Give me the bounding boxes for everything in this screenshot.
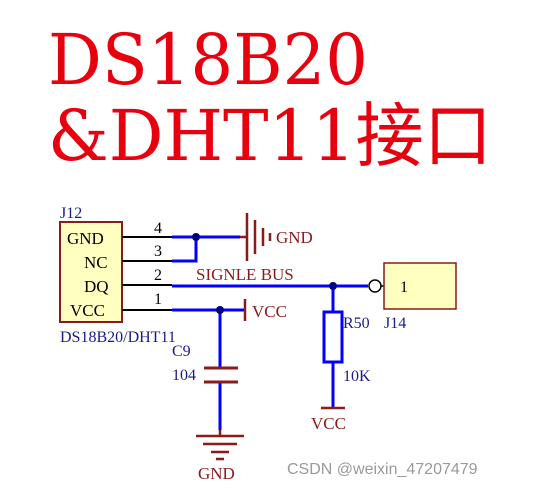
pin-name-nc: NC <box>84 253 108 272</box>
pin-number-4: 4 <box>154 220 162 237</box>
title-line-1: DS18B20 <box>48 19 368 101</box>
pin-name-vcc: VCC <box>70 301 105 320</box>
junction-vcc <box>216 306 224 314</box>
pin-number-3: 3 <box>154 243 162 260</box>
watermark: CSDN @weixin_47207479 <box>287 461 478 478</box>
resistor-value: 10K <box>343 368 371 385</box>
capacitor-value: 104 <box>172 367 196 384</box>
capacitor-ref: C9 <box>172 343 191 360</box>
gnd-symbol-top <box>240 213 272 261</box>
pin-number-2: 2 <box>154 267 162 284</box>
connector-j14-ref: J14 <box>384 315 406 332</box>
pin-stubs: 4 3 2 1 <box>122 220 172 311</box>
wire-nc-to-gnd <box>172 237 198 263</box>
connector-j12-ref: J12 <box>60 205 82 222</box>
net-label-gnd-top: GND <box>276 228 313 247</box>
connector-j12: J12 GND NC DQ VCC DS18B20/DHT11 <box>59 205 176 346</box>
net-label-vcc-bottom: VCC <box>311 414 346 433</box>
junction-gnd <box>192 233 200 241</box>
resistor-r50 <box>322 310 344 364</box>
junction-bus <box>329 282 337 290</box>
bus-terminal <box>368 279 382 293</box>
connector-j14-pin: 1 <box>400 279 408 296</box>
gnd-symbol-bottom <box>196 430 244 461</box>
title-line-2: &DHT11接口 <box>48 95 492 177</box>
pin-name-gnd: GND <box>67 229 104 248</box>
connector-j14: 1 J14 <box>381 262 457 332</box>
net-label-gnd-bottom: GND <box>198 464 235 483</box>
pin-name-dq: DQ <box>84 277 109 296</box>
net-label-vcc-top: VCC <box>252 302 287 321</box>
net-label-bus: SIGNLE BUS <box>196 265 294 284</box>
pin-number-1: 1 <box>154 291 162 308</box>
resistor-ref: R50 <box>343 315 370 332</box>
connector-j12-part: DS18B20/DHT11 <box>60 329 176 346</box>
capacitor-c9 <box>204 366 238 384</box>
